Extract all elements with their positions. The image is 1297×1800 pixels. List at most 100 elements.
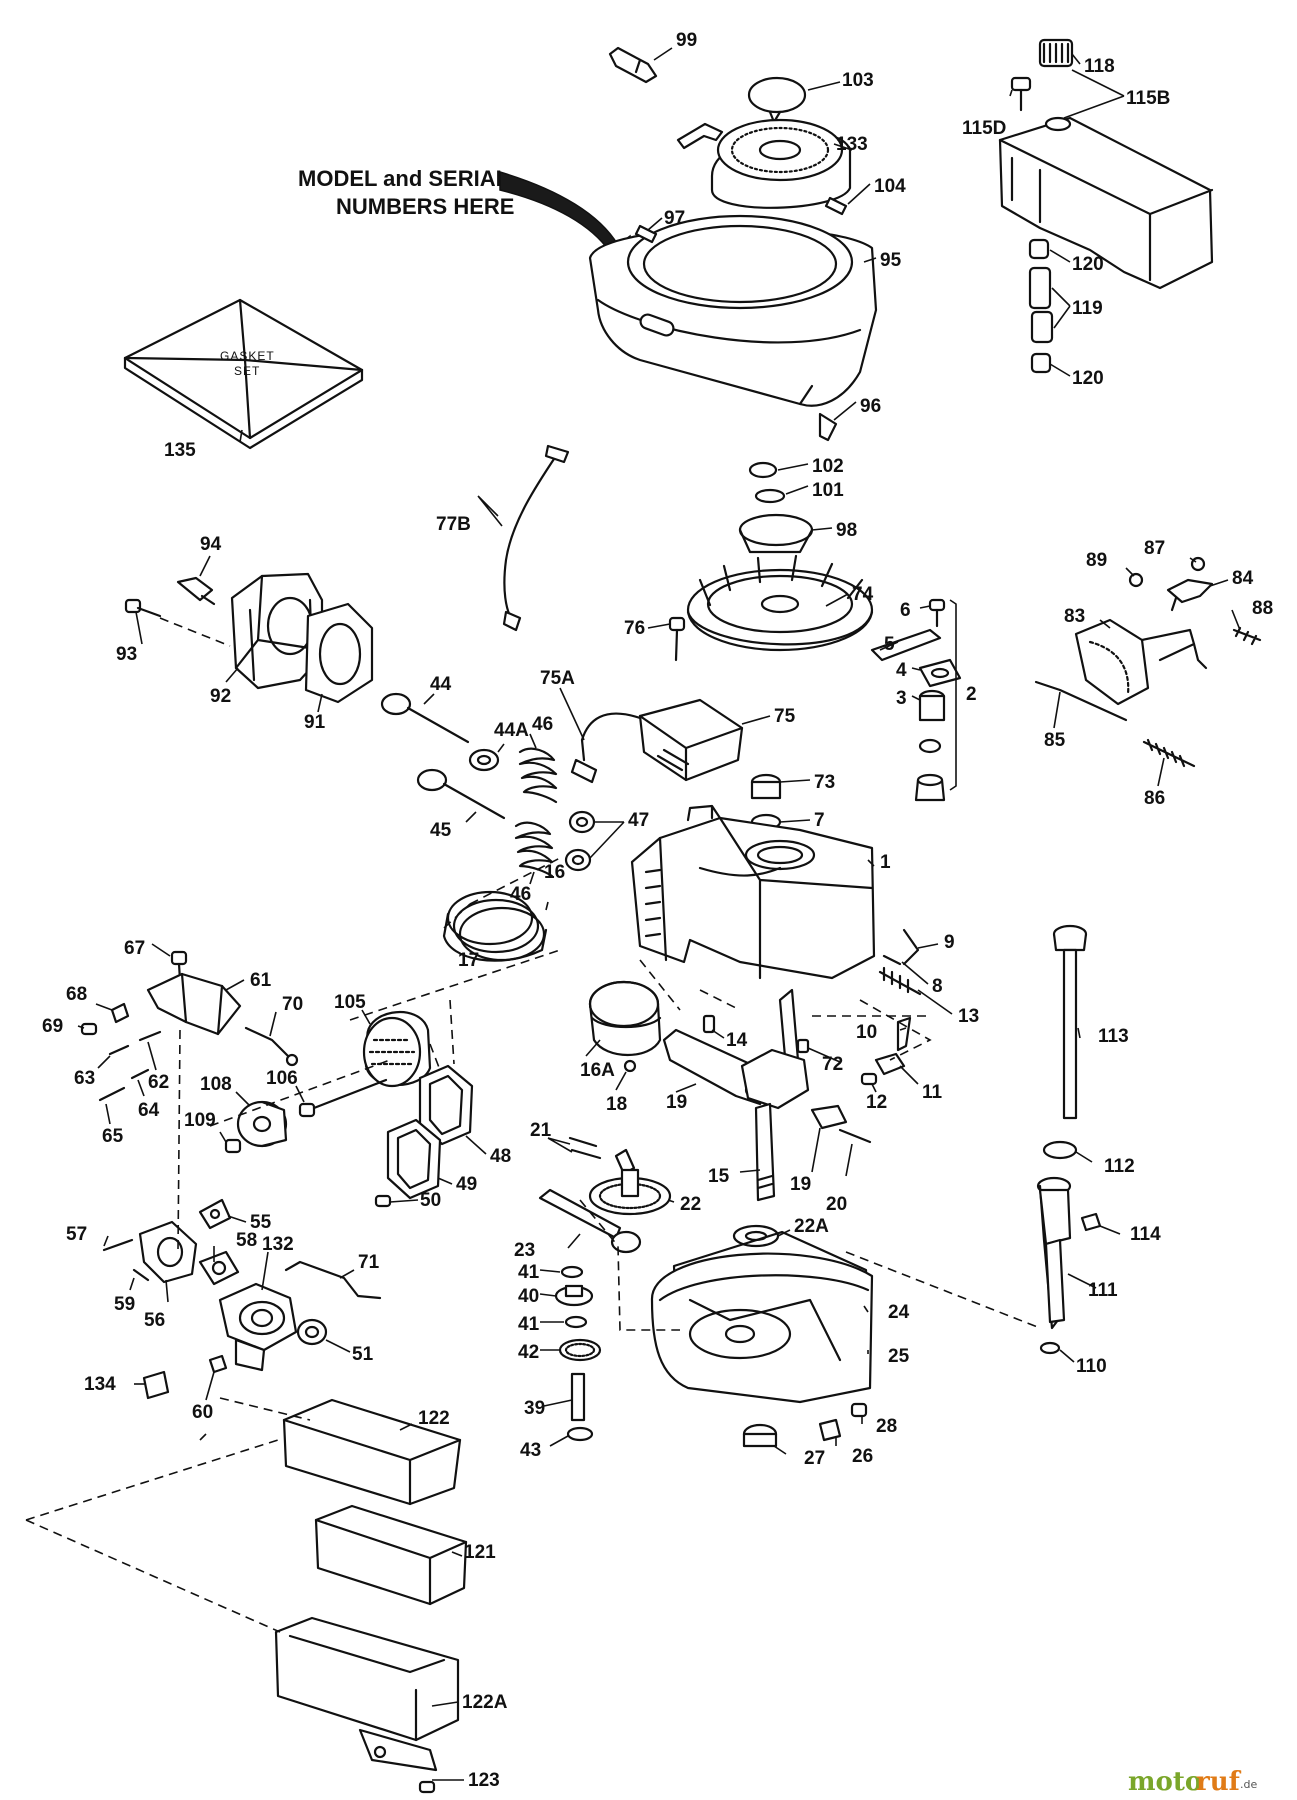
gasket-set-line-2: SET — [234, 364, 260, 378]
part-59-screw — [132, 1268, 150, 1282]
label-22A: 22A — [794, 1216, 829, 1237]
label-85: 85 — [1044, 730, 1066, 751]
part-40-gear — [554, 1284, 594, 1307]
gasket-set-line-1: GASKET — [220, 349, 275, 363]
part-70-link — [244, 1026, 299, 1067]
label-112: 112 — [1104, 1156, 1135, 1177]
label-64: 64 — [138, 1100, 160, 1121]
part-18-clip — [623, 1059, 637, 1073]
label-95: 95 — [880, 250, 902, 271]
part-49-gasket — [386, 1118, 442, 1200]
label-102: 102 — [812, 456, 844, 477]
part-64-spring — [130, 1068, 150, 1080]
part-102-nut — [748, 461, 778, 479]
label-8: 8 — [932, 976, 943, 997]
part-91-head-gasket — [304, 602, 374, 704]
part-51-gasket — [296, 1318, 328, 1346]
label-83: 83 — [1064, 606, 1085, 627]
label-110: 110 — [1076, 1356, 1107, 1377]
label-57: 57 — [66, 1224, 87, 1245]
part-73-guide — [750, 773, 782, 800]
part-61-control-bracket — [146, 972, 242, 1036]
part-77B-ground-wire — [502, 444, 570, 632]
label-122A: 122A — [462, 1692, 508, 1713]
label-87: 87 — [1144, 538, 1165, 559]
leader-lines — [77, 47, 1241, 1781]
label-115B: 115B — [1126, 88, 1170, 109]
part-99-pin — [608, 46, 658, 84]
part-63-screw — [108, 1044, 130, 1056]
part-47-retainer-upper — [568, 810, 596, 834]
label-16: 16 — [544, 862, 565, 883]
label-74: 74 — [852, 584, 874, 605]
label-68: 68 — [66, 984, 87, 1005]
label-75: 75 — [774, 706, 796, 727]
label-25: 25 — [888, 1346, 910, 1367]
label-60: 60 — [192, 1402, 213, 1423]
label-26: 26 — [852, 1446, 873, 1467]
label-94: 94 — [200, 534, 222, 555]
part-8-spring — [882, 954, 902, 966]
label-101: 101 — [812, 480, 844, 501]
part-93-bolt — [124, 598, 162, 618]
label-3: 3 — [896, 688, 907, 709]
part-41-washer-upper — [560, 1265, 584, 1279]
part-122A-air-cleaner-base — [274, 1616, 460, 1772]
label-10: 10 — [856, 1022, 877, 1043]
part-88-spring — [1232, 626, 1262, 646]
label-55: 55 — [250, 1212, 272, 1233]
part-118-fuel-cap — [1038, 38, 1074, 68]
label-12: 12 — [866, 1092, 887, 1113]
label-120-lower: 120 — [1072, 368, 1104, 389]
part-23-camshaft — [538, 1188, 642, 1254]
label-86: 86 — [1144, 788, 1165, 809]
part-94-spark-plug — [176, 576, 216, 606]
label-92: 92 — [210, 686, 231, 707]
label-70: 70 — [282, 994, 303, 1015]
label-6: 6 — [900, 600, 911, 621]
label-96: 96 — [860, 396, 881, 417]
part-109-screw — [224, 1138, 242, 1154]
label-14: 14 — [726, 1030, 748, 1051]
part-2-group-bracket — [949, 599, 957, 791]
part-13-governor-spring — [878, 966, 922, 996]
label-58: 58 — [236, 1230, 257, 1251]
label-132: 132 — [262, 1234, 294, 1255]
part-71-link — [284, 1260, 382, 1300]
part-89-screw — [1128, 572, 1144, 588]
label-5: 5 — [884, 634, 895, 655]
part-1-cylinder-block — [630, 804, 876, 980]
assembly-lines — [25, 617, 1041, 1633]
part-39-shaft — [570, 1372, 586, 1422]
part-69-screw — [80, 1022, 98, 1036]
part-45-valve — [416, 768, 506, 820]
label-44A: 44A — [494, 720, 529, 741]
callout-labels: 99 103 133 104 97 95 96 118 115B 115D 12… — [42, 30, 1273, 1791]
part-12-screw — [860, 1072, 878, 1086]
watermark-suffix: .de — [1240, 1778, 1257, 1791]
part-3-bushing — [918, 689, 946, 722]
label-133: 133 — [836, 134, 868, 155]
part-75-ignition-module — [638, 698, 744, 782]
label-47: 47 — [628, 810, 649, 831]
part-55-bracket — [198, 1198, 232, 1230]
label-121: 121 — [464, 1542, 496, 1563]
label-23: 23 — [514, 1240, 535, 1261]
part-76-screw — [668, 616, 686, 662]
label-67: 67 — [124, 938, 145, 959]
part-133-recoil-starter — [676, 118, 852, 209]
label-134: 134 — [84, 1374, 116, 1395]
part-2-valve-stem — [914, 738, 946, 802]
part-121-filter-element — [314, 1504, 468, 1606]
label-27: 27 — [804, 1448, 825, 1469]
label-118: 118 — [1084, 56, 1115, 77]
part-132-carburetor — [218, 1282, 298, 1372]
part-43-washer — [566, 1426, 594, 1442]
part-113-dipstick — [1052, 924, 1088, 1120]
label-4: 4 — [896, 660, 907, 681]
note-line-2: NUMBERS HERE — [336, 194, 514, 219]
part-105-muffler — [362, 1010, 432, 1088]
label-73: 73 — [814, 772, 835, 793]
label-21: 21 — [530, 1120, 552, 1141]
part-5-bracket — [870, 628, 942, 662]
